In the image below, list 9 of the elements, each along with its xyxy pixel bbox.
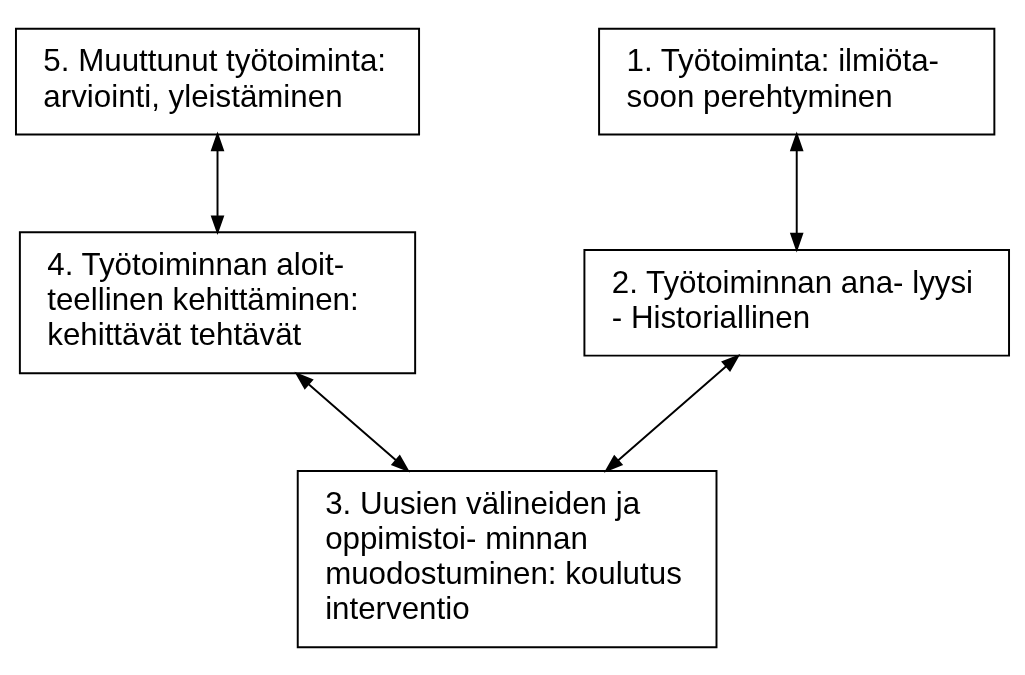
arrow bbox=[294, 371, 411, 473]
node-box: 2. Työtoiminnan ana- lyysi - Historiallinen bbox=[583, 248, 1010, 357]
node-box: 1. Työtoiminta: ilmiöta- soon perehtyminen bbox=[598, 27, 996, 135]
node-box: 5. Muuttunut työtoiminta: arviointi, yleistäminen bbox=[15, 27, 421, 135]
arrow bbox=[210, 131, 225, 235]
arrow bbox=[603, 353, 741, 473]
arrow bbox=[789, 131, 804, 252]
node-box: 3. Uusien välineiden ja oppimistoi- minnan muodostuminen: koulutus interventio bbox=[296, 469, 718, 648]
node-box: 4. Työtoiminnan aloit- teellinen kehittäminen: kehittävät tehtävät bbox=[18, 230, 417, 374]
